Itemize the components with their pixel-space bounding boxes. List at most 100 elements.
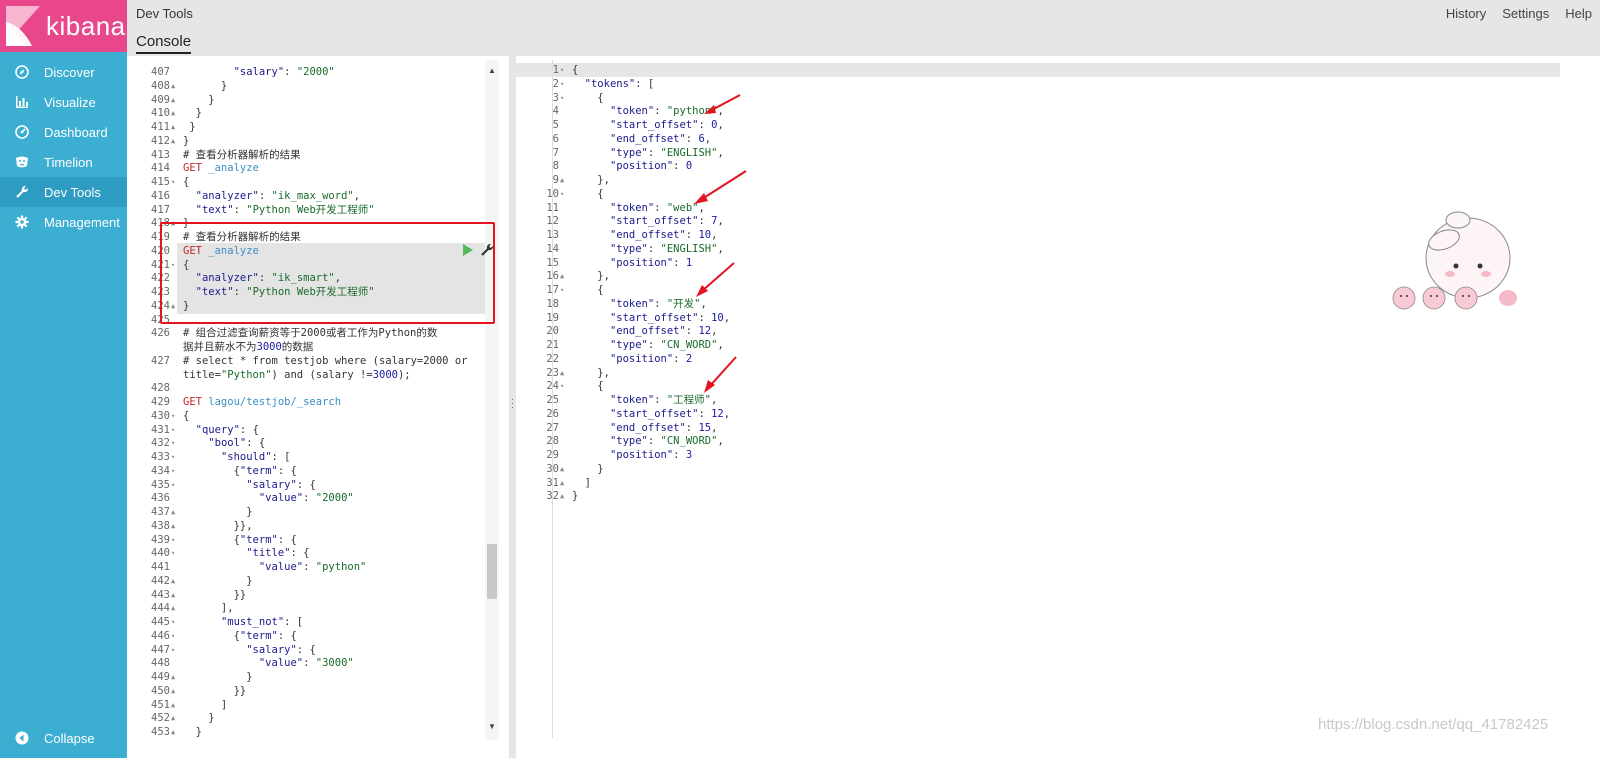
fold-toggle-icon[interactable]: ▲ [171,700,176,709]
fold-toggle-icon[interactable]: ▲ [171,521,176,530]
kibana-logo[interactable]: kibana [0,0,127,52]
code-line: 25 "token": "工程师", [516,393,1600,407]
fold-toggle-icon[interactable]: ▲ [171,95,176,104]
code-line: 438▲ }}, [127,519,509,533]
code-line: 24▾ { [516,379,1600,393]
line-text: } [183,574,253,587]
fold-toggle-icon[interactable]: ▾ [171,631,176,640]
fold-toggle-icon[interactable]: ▾ [560,66,565,74]
sidebar-item-visualize[interactable]: Visualize [0,87,127,117]
response-output[interactable]: 1▾{2▾ "tokens": [3▾ {4 "token": "python"… [516,56,1600,758]
fold-toggle-icon[interactable]: ▾ [171,645,176,654]
fold-toggle-icon[interactable]: ▲ [560,368,565,377]
fold-toggle-icon[interactable]: ▲ [171,590,176,599]
line-text: } [183,107,202,120]
collapse-button[interactable]: Collapse [0,723,127,753]
line-text: }, [572,174,610,186]
sidebar-nav: Discover Visualize Dashboard Timelion [0,52,127,237]
fold-toggle-icon[interactable]: ▲ [171,673,176,681]
sidebar-item-label: Discover [44,64,95,80]
line-number: 436 [151,492,170,505]
settings-link[interactable]: Settings [1502,6,1550,21]
collapse-label: Collapse [44,730,95,746]
code-line: 413# 查看分析器解析的结果 [127,148,509,162]
sidebar-item-discover[interactable]: Discover [0,57,127,87]
line-text: "text": "Python Web开发工程师" [195,286,375,298]
timelion-icon [14,154,30,170]
request-editor[interactable]: 407 "salary": "2000"408▲ }409▲ }410▲ }41… [127,56,509,758]
sidebar-item-dashboard[interactable]: Dashboard [0,117,127,147]
fold-toggle-icon[interactable]: ▲ [560,492,565,501]
fold-toggle-icon[interactable]: ▲ [171,136,176,145]
fold-toggle-icon[interactable]: ▲ [171,686,176,695]
request-options-wrench-icon[interactable] [480,243,494,257]
line-number: 449 [151,671,170,683]
history-link[interactable]: History [1445,6,1487,21]
code-line: 448 "value": "3000" [127,656,509,670]
fold-toggle-icon[interactable]: ▲ [171,728,176,736]
fold-toggle-icon[interactable]: ▾ [171,439,176,448]
line-number: 444 [151,602,170,615]
line-number: 451 [151,698,170,711]
code-line: 6 "end_offset": 6, [516,132,1600,146]
line-text: { [572,284,604,296]
fold-toggle-icon[interactable]: ▾ [171,178,176,186]
pane-resize-handle[interactable] [509,56,516,758]
fold-toggle-icon[interactable]: ▲ [171,301,176,310]
fold-toggle-icon[interactable]: ▲ [560,176,565,184]
sidebar-item-management[interactable]: Management [0,207,127,237]
fold-toggle-icon[interactable]: ▾ [171,260,176,269]
fold-toggle-icon[interactable]: ▾ [171,549,176,558]
line-text: "start_offset": 12, [609,407,731,420]
fold-toggle-icon[interactable]: ▾ [560,93,565,102]
editor-scrollbar[interactable] [485,60,499,740]
resize-grip-icon[interactable]: ··· [510,394,515,413]
fold-toggle-icon[interactable]: ▲ [171,714,176,723]
editor-scrollbar-thumb[interactable] [487,544,497,599]
help-link[interactable]: Help [1565,6,1592,21]
scroll-up-arrow-icon[interactable]: ▲ [488,66,496,75]
code-line: 9▲ }, [516,173,1600,187]
line-number: 445 [151,616,170,628]
fold-toggle-icon[interactable]: ▾ [171,453,176,461]
code-line: 15 "position": 1 [516,256,1600,270]
fold-toggle-icon[interactable]: ▾ [171,411,176,420]
code-line: 441 "value": "python" [127,560,509,574]
fold-toggle-icon[interactable]: ▾ [171,425,176,434]
line-number: 446 [151,629,170,642]
fold-toggle-icon[interactable]: ▲ [171,604,176,613]
line-number: 9 [552,174,559,186]
fold-toggle-icon[interactable]: ▾ [171,466,176,475]
line-text: # 查看分析器解析的结果 [183,148,301,161]
send-request-button[interactable] [462,244,474,256]
fold-toggle-icon[interactable]: ▾ [560,286,565,294]
fold-toggle-icon[interactable]: ▲ [560,272,565,281]
code-line: 29 "position": 3 [516,448,1600,462]
fold-toggle-icon[interactable]: ▲ [560,478,565,487]
fold-toggle-icon[interactable]: ▾ [560,79,565,88]
gear-icon [14,214,30,230]
fold-toggle-icon[interactable]: ▲ [171,109,176,118]
line-text: "salary": { [246,643,316,656]
code-line: 430▾{ [127,409,509,423]
fold-toggle-icon[interactable]: ▾ [171,480,176,489]
fold-toggle-icon[interactable]: ▲ [171,123,176,131]
fold-toggle-icon[interactable]: ▾ [171,535,176,544]
sidebar-item-timelion[interactable]: Timelion [0,147,127,177]
fold-toggle-icon[interactable]: ▲ [171,508,176,516]
line-text: # 查看分析器解析的结果 [183,231,301,243]
fold-toggle-icon[interactable]: ▾ [560,189,565,198]
code-line: 444▲ ], [127,601,509,615]
line-number: 4 [552,105,559,118]
scroll-down-arrow-icon[interactable]: ▼ [488,722,496,731]
code-line: 30▲ } [516,462,1600,476]
fold-toggle-icon[interactable]: ▲ [560,464,565,473]
line-text: {"term": { [183,464,297,477]
line-number: 426 [151,327,170,340]
fold-toggle-icon[interactable]: ▲ [171,576,176,585]
sidebar-item-dev-tools[interactable]: Dev Tools [0,177,127,207]
fold-toggle-icon[interactable]: ▾ [560,382,565,391]
fold-toggle-icon[interactable]: ▲ [171,81,176,90]
tab-console[interactable]: Console [136,33,192,54]
fold-toggle-icon[interactable]: ▾ [171,618,176,626]
